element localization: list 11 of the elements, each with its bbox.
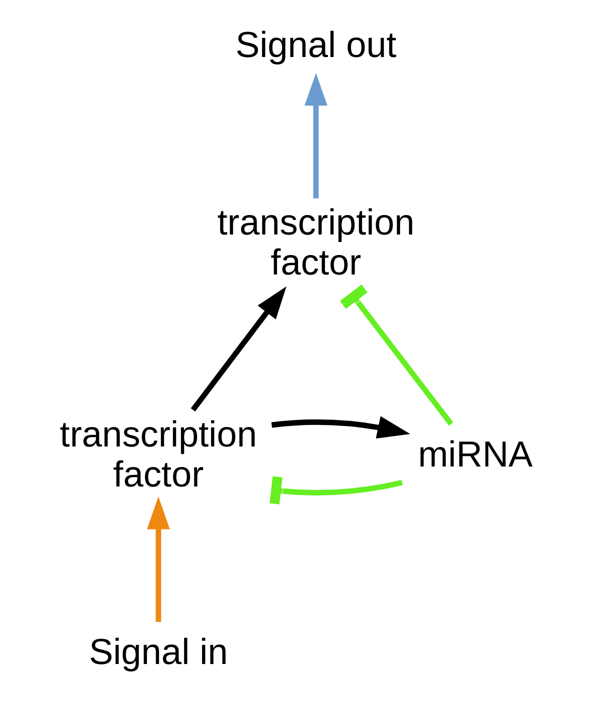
arrow: [304, 73, 327, 198]
arrow: [270, 416, 410, 439]
node-text: transcription factor: [59, 414, 257, 494]
arrow: [190, 286, 286, 412]
node-text: transcription factor: [216, 202, 414, 283]
arrow: [146, 496, 170, 622]
node-text: Signal out: [234, 24, 396, 66]
connector: [339, 284, 453, 426]
node-text: Signal in: [88, 630, 228, 672]
node-text: miRNA: [418, 433, 532, 474]
connector: [269, 476, 402, 504]
